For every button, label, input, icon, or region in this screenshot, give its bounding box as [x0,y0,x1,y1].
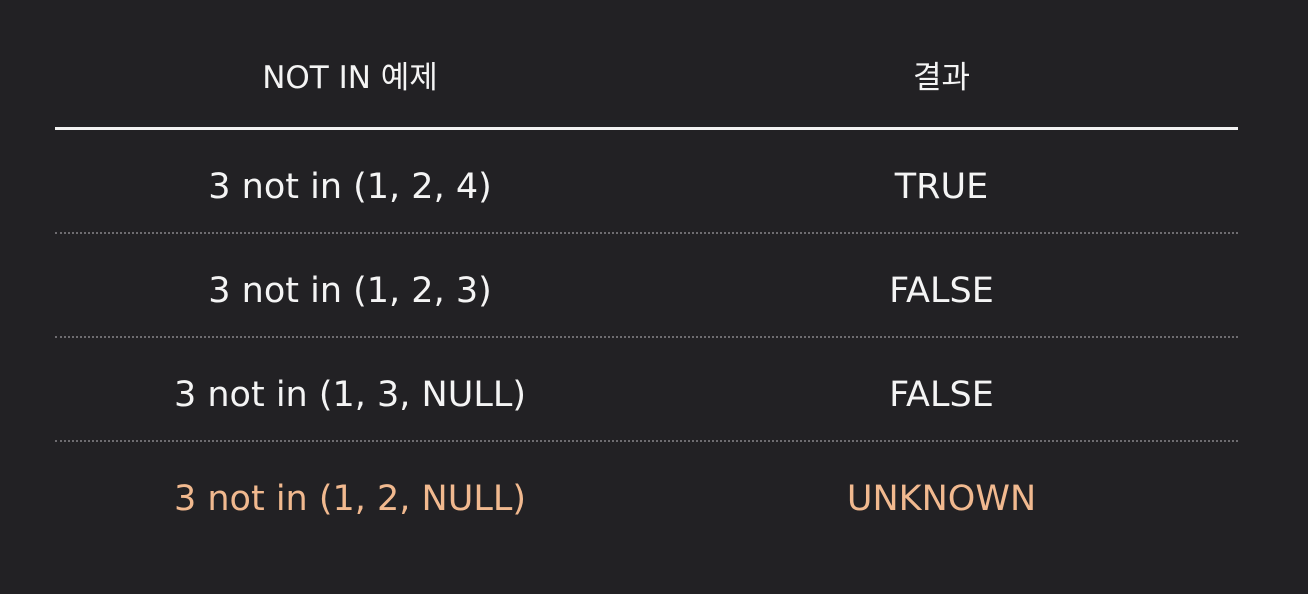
table-row-highlighted: 3 not in (1, 2, NULL) UNKNOWN [55,442,1238,546]
row-result: UNKNOWN [846,479,1037,519]
row-expression: 3 not in (1, 2, 3) [208,271,492,311]
row-result: FALSE [889,375,994,415]
row-expression: 3 not in (1, 2, NULL) [173,479,527,519]
table-row: 3 not in (1, 3, NULL) FALSE [55,338,1238,442]
row-divider [55,232,1238,234]
table-row: 3 not in (1, 2, 4) TRUE [55,130,1238,234]
row-divider [55,440,1238,442]
table-header-row: NOT IN 예제 결과 [55,0,1238,130]
row-result: FALSE [889,271,994,311]
row-expression: 3 not in (1, 2, 4) [208,167,492,207]
row-divider [55,336,1238,338]
header-divider [55,127,1238,130]
row-result: TRUE [894,167,989,207]
row-expression: 3 not in (1, 3, NULL) [173,375,527,415]
not-in-table: NOT IN 예제 결과 3 not in (1, 2, 4) TRUE 3 n… [55,0,1238,546]
table-row: 3 not in (1, 2, 3) FALSE [55,234,1238,338]
header-expression: NOT IN 예제 [262,60,438,96]
header-result: 결과 [912,60,971,96]
